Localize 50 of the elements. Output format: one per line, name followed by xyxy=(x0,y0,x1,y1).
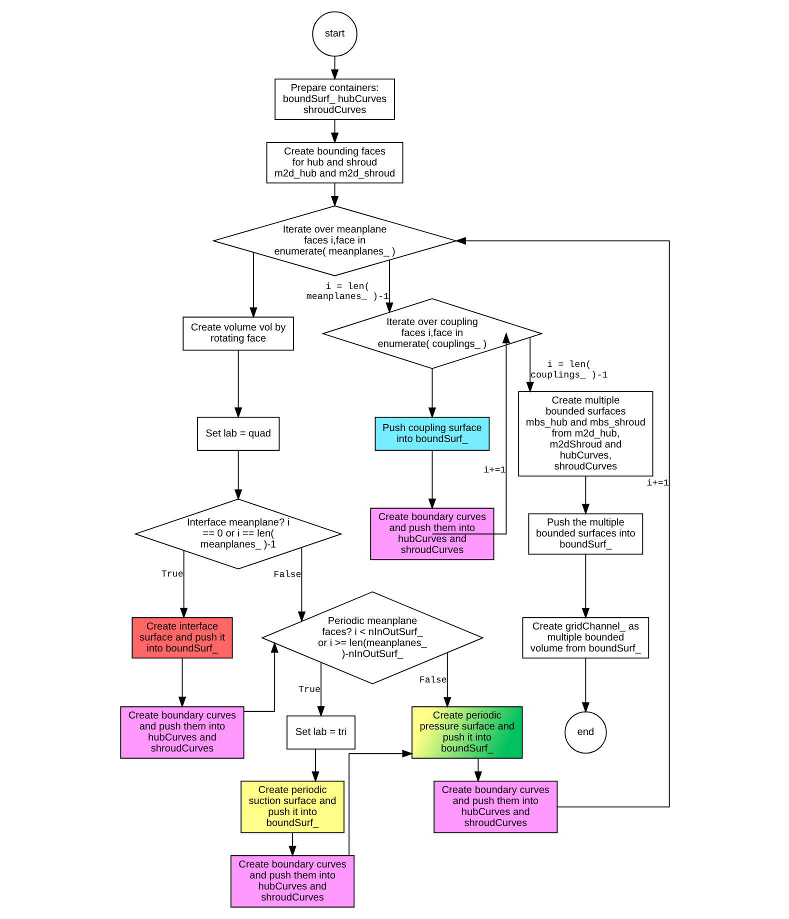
edge-label: True xyxy=(298,684,320,695)
arrow xyxy=(330,182,338,208)
arrow xyxy=(443,652,451,708)
arrow xyxy=(242,642,278,712)
arrow xyxy=(178,658,186,708)
node-circle: end xyxy=(564,711,606,754)
arrow xyxy=(348,750,413,856)
node-box: Push the multiple bounded surfaces into boundSurf_ xyxy=(528,513,643,555)
node-box: Create boundary curves and push them into hubCurves and shroudCurves xyxy=(370,508,494,560)
edge-label: False xyxy=(273,569,301,580)
arrow xyxy=(180,550,188,619)
arrow xyxy=(234,350,242,418)
node-box: Prepare containers: boundSurf_ hubCurves shroudCurves xyxy=(274,78,394,120)
arrow xyxy=(428,368,436,419)
arrow xyxy=(454,236,670,808)
node-box: Set lab = quad xyxy=(196,416,280,451)
node-box: Create boundary curves and push them into hubCurves and shroudCurves xyxy=(230,855,354,908)
node-box: Create boundary curves and push them into hubCurves and shroudCurves xyxy=(120,706,244,759)
node-box: Set lab = tri xyxy=(286,716,355,750)
arrow xyxy=(297,547,306,623)
node-box: Create bounding faces for hub and shroud m2d_hub and m2d_shroud xyxy=(266,142,403,184)
arrow xyxy=(581,658,590,714)
arrow xyxy=(581,476,590,515)
node-box: Create periodic pressure surface and push it into boundSurf_ xyxy=(411,706,522,759)
node-diamond: Iterate over meanplane faces i,face in enumerate( meanplanes_ ) xyxy=(211,205,458,276)
arrow xyxy=(581,554,590,620)
edge-label: i+=1 xyxy=(483,464,506,476)
edge-label: i+=1 xyxy=(646,477,668,488)
arrow xyxy=(234,450,242,500)
node-box: Create gridChannel_ as multiple bounded volume from boundSurf_ xyxy=(522,617,649,659)
arrow xyxy=(311,748,319,782)
node-box: Create multiple bounded surfaces mbs_hub and mbs_shroud from m2d_hub, m2dShroud and hubCurves, shroudCurves xyxy=(518,391,653,477)
arrow xyxy=(330,56,338,80)
node-box: Push coupling surface into boundSurf_ xyxy=(374,416,490,451)
arrow xyxy=(474,758,482,782)
node-box: Create interface surface and push it into boundSurf_ xyxy=(131,617,232,659)
node-box: Create periodic suction surface and push it into boundSurf_ xyxy=(240,780,344,834)
arrow xyxy=(385,260,393,314)
node-box: Create boundary curves and push them into hubCurves and shroudCurves xyxy=(433,780,558,834)
node-circle: start xyxy=(312,11,357,57)
arrow xyxy=(526,337,534,393)
arrow xyxy=(316,662,324,718)
node-diamond: Interface meanplane? i == 0 or i == len( meanplanes_ )-1 xyxy=(133,498,342,570)
arrow xyxy=(288,832,296,857)
node-box: Create volume vol by rotating face xyxy=(182,316,294,351)
edge-label: True xyxy=(160,568,183,580)
edge-label: False xyxy=(418,674,446,686)
arrow xyxy=(249,252,257,318)
arrow xyxy=(330,119,338,144)
arrow xyxy=(428,450,436,510)
